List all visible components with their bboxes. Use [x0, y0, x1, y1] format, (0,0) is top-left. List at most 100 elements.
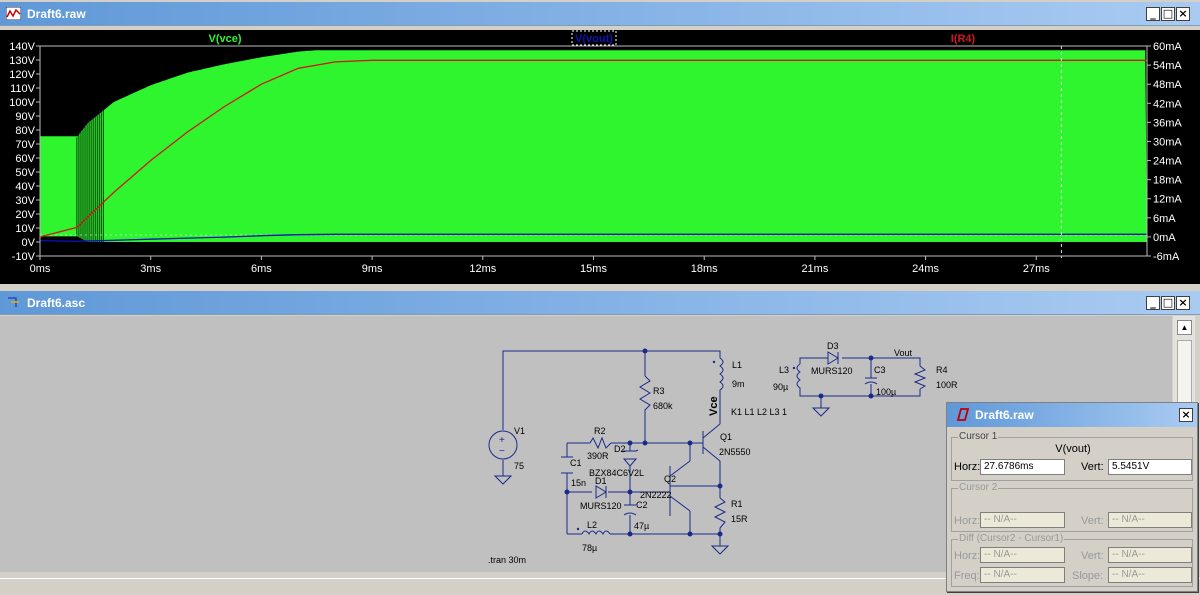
label-tran: .tran 30m	[488, 555, 526, 565]
label-v1-val: 75	[514, 461, 524, 471]
label-r4-val: 100R	[936, 380, 958, 390]
label-d3-val: MURS120	[811, 366, 853, 376]
label-r3-val: 680k	[653, 401, 673, 411]
x-tick-label: 3ms	[140, 263, 161, 275]
diff-slope-label: Slope:	[1072, 570, 1104, 582]
x-tick-label: 21ms	[801, 263, 828, 275]
label-l3-val: 90µ	[773, 382, 788, 392]
label-d2: D2	[614, 444, 626, 454]
label-c2-val: 47µ	[634, 521, 649, 531]
status-bar	[0, 578, 1200, 595]
trace-vout	[39, 233, 1147, 242]
label-r1: R1	[731, 499, 743, 509]
component-labels: L1 9m R3 680k Vce K1 L1 L2 L3 1 Q1 2N555…	[488, 341, 958, 565]
schematic-svg[interactable]: + − L1 9m R3 680k Vce K1 L1 L2 L3 1 Q1 2…	[0, 316, 1172, 572]
left-tick-label: 20V	[15, 209, 35, 221]
svg-text:+: +	[499, 435, 505, 446]
maximize-button[interactable]: □	[1161, 7, 1175, 21]
label-d2-val: BZX84C6V2L	[589, 468, 644, 478]
label-k: K1 L1 L2 L3 1	[731, 407, 787, 417]
scroll-up-icon[interactable]: ▲	[1177, 320, 1192, 335]
label-l1-val: 9m	[732, 379, 745, 389]
label-vce: Vce	[708, 396, 720, 416]
cursor1-group: Cursor 1 V(vout) Horz: 27.6786ms Vert: 5…	[951, 431, 1193, 481]
close-button[interactable]: ×	[1176, 7, 1190, 21]
diff-horz-label: Horz:	[954, 550, 981, 562]
right-tick-label: 54mA	[1153, 60, 1182, 72]
close-button[interactable]: ×	[1176, 296, 1190, 310]
left-tick-label: 90V	[15, 111, 35, 123]
x-tick-label: 15ms	[580, 263, 607, 275]
cursor2-vert-label: Vert:	[1081, 515, 1104, 527]
trace-label-vout[interactable]: V(vout)	[575, 33, 613, 45]
left-tick-label: 60V	[15, 153, 35, 165]
label-q2-val: 2N2222	[640, 490, 672, 500]
trace-label-vout-box	[571, 30, 617, 46]
label-c3: C3	[874, 365, 886, 375]
label-c1: C1	[570, 458, 582, 468]
right-tick-label: 60mA	[1153, 41, 1182, 53]
minimize-button[interactable]: _	[1146, 296, 1160, 310]
diff-freq-label: Freq:	[954, 570, 980, 582]
waveform-titlebar[interactable]: Draft6.raw _ □ ×	[0, 2, 1200, 26]
label-vout: Vout	[894, 348, 913, 358]
left-tick-label: 50V	[15, 167, 35, 179]
right-tick-label: 42mA	[1153, 98, 1182, 110]
left-tick-label: 80V	[15, 125, 35, 137]
label-r2-val: 390R	[587, 451, 609, 461]
label-r3: R3	[653, 386, 665, 396]
right-tick-label: 24mA	[1153, 156, 1182, 168]
svg-text:−: −	[499, 446, 505, 457]
cursor2-label: Cursor 2	[958, 482, 999, 493]
trace-label-vce[interactable]: V(vce)	[208, 33, 241, 45]
cursor1-label: Cursor 1	[958, 431, 999, 442]
label-l1: L1	[732, 360, 742, 370]
x-tick-label: 24ms	[912, 263, 939, 275]
cursor1-horz-label: Horz:	[954, 461, 981, 473]
left-tick-label: 30V	[15, 195, 35, 207]
right-tick-label: 30mA	[1153, 136, 1182, 148]
cursor-icon	[956, 408, 970, 421]
label-c3-val: 100µ	[876, 387, 896, 397]
diff-label: Diff (Cursor2 - Cursor1)	[958, 533, 1065, 544]
cursor1-vert-label: Vert:	[1081, 461, 1104, 473]
cursor-window-titlebar[interactable]: Draft6.raw ×	[947, 403, 1197, 427]
left-tick-label: 40V	[15, 181, 35, 193]
diff-horz-field: -- N/A--	[980, 547, 1065, 563]
label-d3: D3	[827, 341, 839, 351]
close-button[interactable]: ×	[1179, 408, 1193, 422]
components	[488, 351, 927, 555]
label-l2-val: 78µ	[582, 543, 597, 553]
left-tick-label: 110V	[10, 83, 36, 95]
cursor-window: Draft6.raw × Cursor 1 V(vout) Horz: 27.6…	[946, 402, 1198, 592]
label-r4: R4	[936, 365, 948, 375]
diff-slope-field: -- N/A--	[1108, 567, 1192, 583]
cursor2-horz-field: -- N/A--	[980, 512, 1065, 528]
schematic-titlebar[interactable]: Draft6.asc _ □ ×	[0, 291, 1200, 315]
cursor1-vert-field[interactable]: 5.5451V	[1108, 459, 1192, 475]
cursor2-horz-label: Horz:	[954, 515, 981, 527]
left-tick-label: 130V	[9, 55, 35, 67]
left-tick-label: 140V	[9, 41, 35, 53]
trace-label-ir4[interactable]: I(R4)	[951, 33, 976, 45]
x-tick-label: 6ms	[251, 263, 272, 275]
right-tick-label: 6mA	[1153, 213, 1176, 225]
x-tick-label: 18ms	[691, 263, 718, 275]
left-tick-label: 70V	[15, 139, 35, 151]
right-tick-label: 18mA	[1153, 175, 1182, 187]
plot-svg[interactable]: 140V130V120V110V100V90V80V70V60V50V40V30…	[0, 30, 1200, 284]
minimize-button[interactable]: _	[1146, 7, 1160, 21]
cursor2-group: Cursor 2 Horz: -- N/A-- Vert: -- N/A--	[951, 482, 1193, 532]
left-tick-label: 100V	[9, 97, 35, 109]
schematic-icon	[8, 297, 19, 307]
label-r2: R2	[594, 426, 606, 436]
label-c2: C2	[636, 500, 648, 510]
cursor1-horz-field[interactable]: 27.6786ms	[980, 459, 1065, 475]
left-tick-label: 10V	[15, 223, 35, 235]
diff-vert-label: Vert:	[1081, 550, 1104, 562]
trace-vce-envelope	[40, 50, 1147, 243]
maximize-button[interactable]: □	[1161, 296, 1175, 310]
label-q2: Q2	[664, 474, 676, 484]
right-tick-label: 48mA	[1153, 79, 1182, 91]
